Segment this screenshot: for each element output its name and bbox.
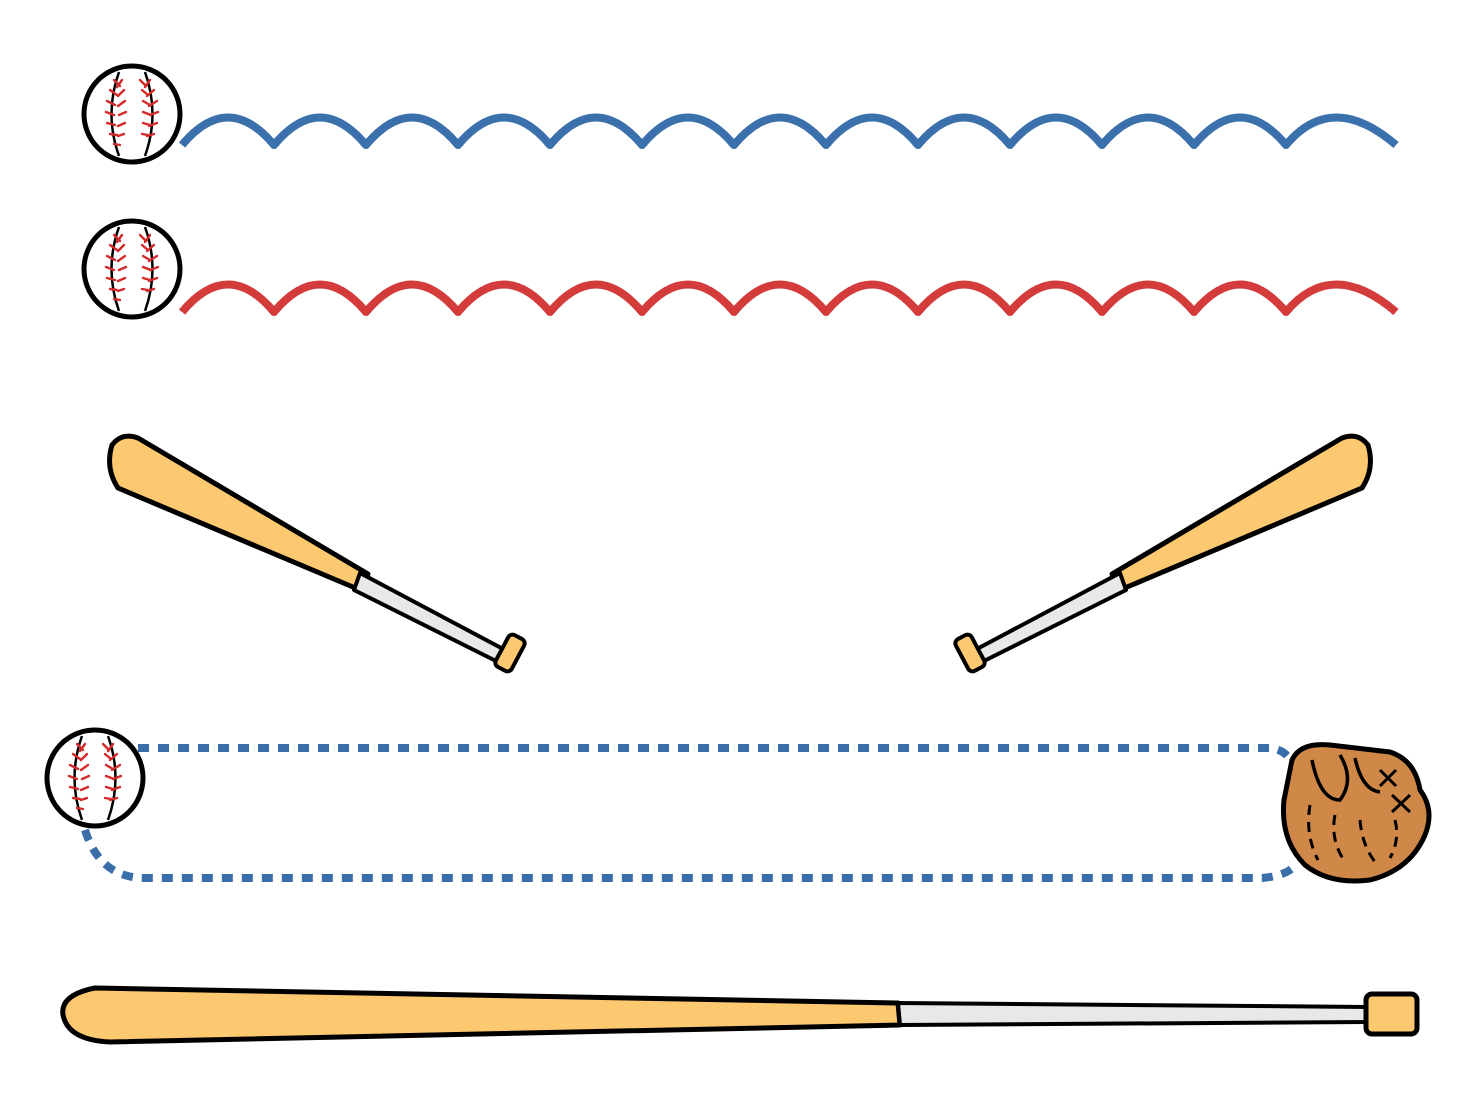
red-scallop-border <box>84 221 1399 317</box>
long-baseball-bat <box>60 985 1420 1045</box>
baseball-bat-left <box>110 436 527 673</box>
baseball-icon <box>47 730 143 826</box>
baseball-icon <box>84 221 180 317</box>
dotted-frame <box>47 730 1432 884</box>
baseball-glove-icon <box>1280 742 1432 884</box>
baseball-bat-right <box>954 436 1371 673</box>
baseball-icon <box>84 66 180 162</box>
blue-scallop-border <box>84 66 1399 162</box>
baseball-bat-icon <box>954 436 1371 673</box>
baseball-bat-icon <box>110 436 527 673</box>
